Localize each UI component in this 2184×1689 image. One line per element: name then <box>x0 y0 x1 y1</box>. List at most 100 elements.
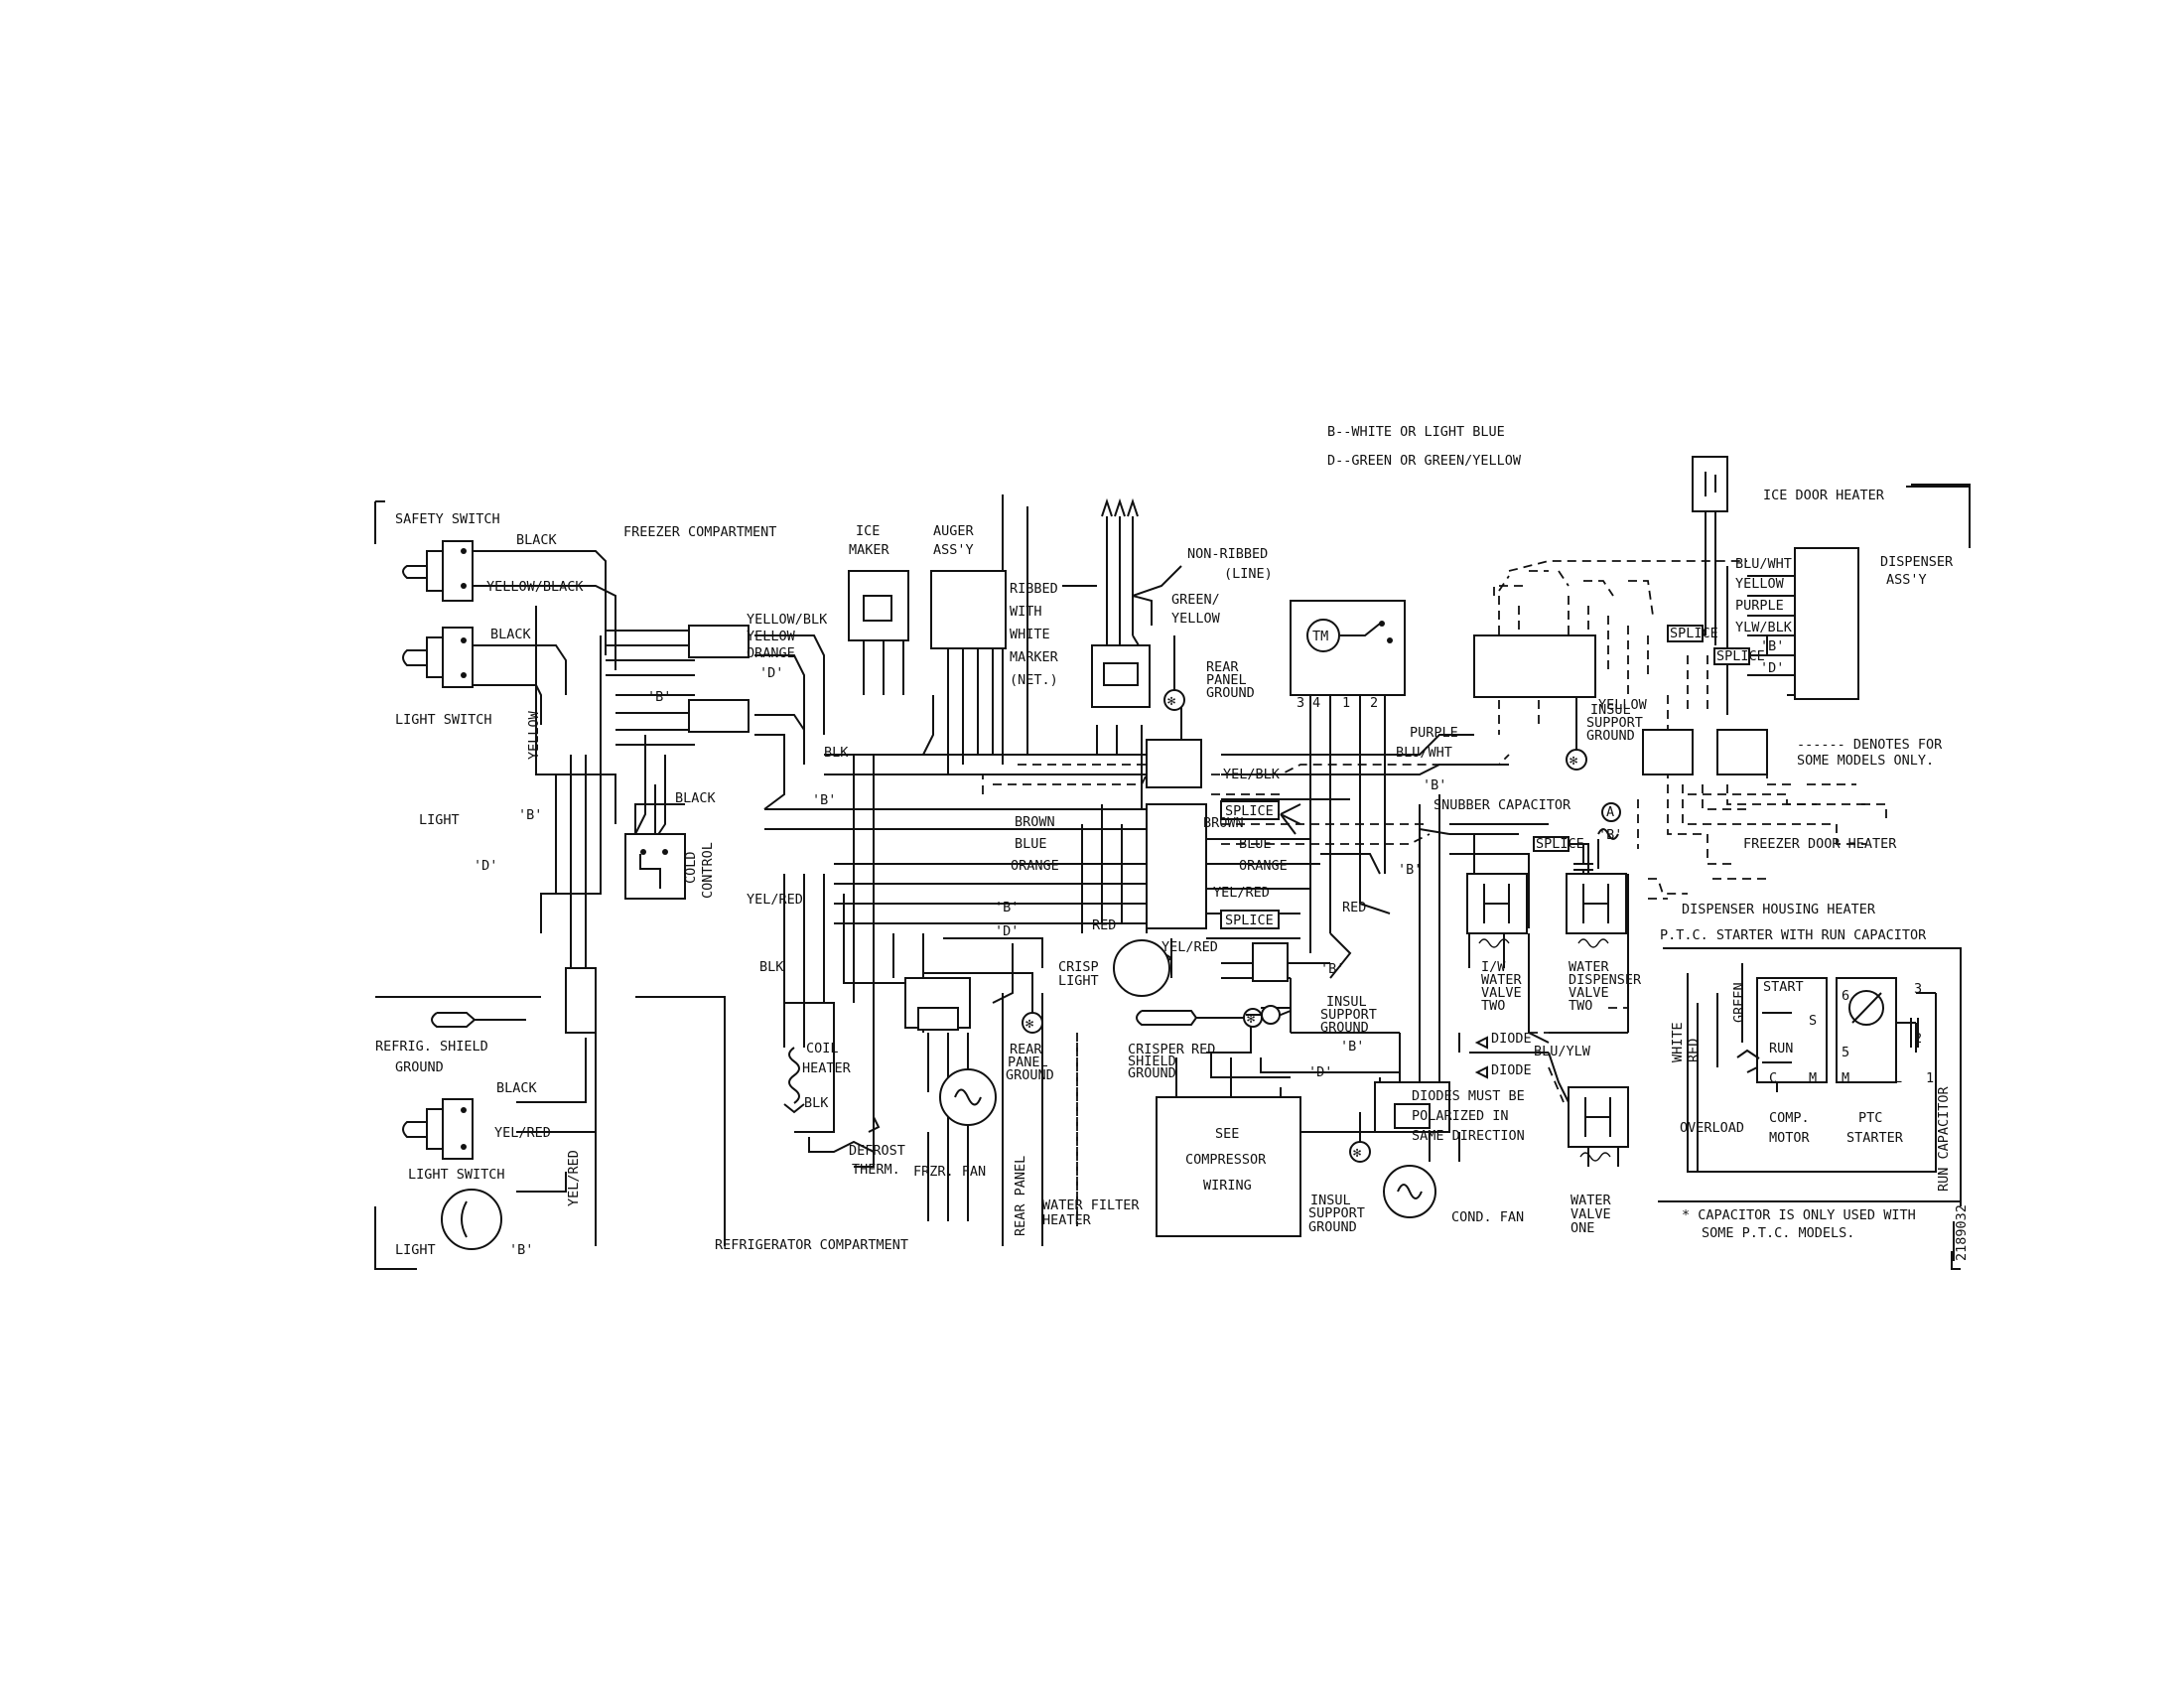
label-ptc-title: P.T.C. STARTER WITH RUN CAPACITOR <box>1660 927 1927 943</box>
wire-blu-ylw: BLU/YLW <box>1534 1044 1591 1059</box>
label-water-dispenser-3: VALVE <box>1569 985 1609 1001</box>
crisp-light-symbol <box>1113 938 1172 997</box>
marker-b-10: 'B' <box>1760 638 1784 654</box>
label-terminal-3: 3 <box>1297 695 1304 711</box>
label-terminal-1: 1 <box>1342 695 1350 711</box>
defrost-therm-symbol <box>868 1087 881 1133</box>
label-rear-panel-vertical: REAR PANEL <box>1013 1156 1028 1236</box>
splice-box-5 <box>1713 647 1750 665</box>
wire-purple: PURPLE <box>1410 725 1458 741</box>
water-valve-one-symbol <box>1568 1086 1629 1162</box>
label-water-filter-heater-2: HEATER <box>1042 1212 1092 1228</box>
wire-blu-wht-2: BLU/WHT <box>1735 556 1792 572</box>
wire-blu-wht: BLU/WHT <box>1396 745 1452 761</box>
label-non-ribbed-2: (LINE) <box>1224 566 1273 582</box>
wire-yel-red-2: YEL/RED <box>1161 939 1218 955</box>
label-green-yellow-2: YELLOW <box>1171 611 1221 627</box>
crisper-shield-ground-symbol: ✻ <box>1136 1008 1263 1028</box>
wire-purple-2: PURPLE <box>1735 598 1784 614</box>
components: ✻ ✻ <box>402 456 1971 1270</box>
marker-d-5: 'D' <box>1760 660 1784 676</box>
label-rear-panel-top: REAR <box>1206 659 1239 675</box>
label-water-valve-one-2: VALVE <box>1570 1206 1611 1222</box>
ice-door-heater-plug-symbol <box>1692 456 1728 512</box>
iw-water-valve-two-symbol <box>1466 873 1528 948</box>
splice-label-3: SPLICE <box>1536 836 1584 852</box>
label-insul-top: INSUL <box>1590 702 1631 718</box>
marker-b-8: 'B' <box>1398 862 1422 878</box>
label-refrig-shield-2: GROUND <box>395 1059 444 1075</box>
label-compressor-wiring-3: WIRING <box>1203 1178 1252 1194</box>
label-ribbed-2: WITH <box>1010 604 1042 620</box>
freezer-connector-2 <box>688 699 750 733</box>
insul-support-ground-mid-symbol <box>1246 1005 1292 1025</box>
splice-box-2 <box>1220 910 1280 929</box>
marker-b-9: 'B' <box>1598 827 1622 843</box>
label-diodes-note: DIODES MUST BE <box>1412 1088 1525 1104</box>
ptc-starter-symbols <box>1736 977 1919 1083</box>
marker-a: A <box>1606 804 1614 820</box>
diode-symbols <box>1474 1036 1488 1079</box>
wire-yellow-black: YELLOW/BLACK <box>486 579 584 595</box>
wire-black: BLACK <box>516 532 558 548</box>
label-light-switch-bottom: LIGHT SWITCH <box>408 1167 505 1183</box>
refrig-shield-ground-symbol <box>431 1012 526 1028</box>
label-green-yellow: GREEN/ <box>1171 592 1220 608</box>
label-insul-bottom-2: SUPPORT <box>1308 1205 1365 1221</box>
label-freezer-door-heater: FREEZER DOOR HEATER <box>1743 836 1897 852</box>
ptc-terminal-2: 2 <box>1914 1031 1922 1047</box>
wire-yellow: YELLOW <box>526 710 542 760</box>
tm-timer-symbol <box>1290 600 1406 696</box>
svg-text:✻: ✻ <box>1353 1145 1361 1161</box>
light-switch-bottom-symbol <box>402 1098 474 1160</box>
water-dispenser-valve-two-symbol <box>1566 873 1627 948</box>
wire-black-bottom: BLACK <box>496 1080 538 1096</box>
coil-heater-symbol <box>783 1047 875 1153</box>
rear-panel-ground-top-symbol: ✻ <box>1163 635 1185 711</box>
marker-d-4: 'D' <box>1308 1064 1332 1080</box>
wire-blk: BLK <box>824 745 849 761</box>
auger-box <box>930 570 1007 649</box>
label-start: START <box>1763 979 1804 995</box>
cord-plug-connector <box>1091 644 1151 708</box>
dispenser-connector-small-1 <box>1642 729 1694 775</box>
marker-d-1: 'D' <box>474 858 497 874</box>
label-dispenser-assy: DISPENSER <box>1880 554 1954 570</box>
label-light-switch-top: LIGHT SWITCH <box>395 712 492 728</box>
cold-control-symbol <box>624 833 686 900</box>
label-insul-bottom: INSUL <box>1310 1193 1351 1208</box>
ptc-terminal-l: L <box>1894 1070 1902 1086</box>
label-terminal-2: 2 <box>1370 695 1378 711</box>
label-ribbed-5: (NET.) <box>1010 672 1058 688</box>
label-ribbed-3: WHITE <box>1010 627 1050 642</box>
dashed-wires <box>982 560 1887 1226</box>
splice-box-3 <box>1533 836 1570 852</box>
label-dispenser-housing-heater: DISPENSER HOUSING HEATER <box>1682 902 1876 917</box>
ptc-terminal-m: M <box>1809 1070 1817 1086</box>
wire-blue: BLUE <box>1015 836 1047 852</box>
wire-red-4: RED <box>1686 1039 1702 1062</box>
freezer-connector-1 <box>688 625 750 658</box>
ptc-terminal-5: 5 <box>1842 1045 1849 1060</box>
label-rear-panel-top-3: GROUND <box>1206 685 1255 701</box>
svg-text:✻: ✻ <box>1247 1011 1255 1027</box>
label-refrigerator-compartment: REFRIGERATOR COMPARTMENT <box>715 1237 908 1253</box>
cond-fan-symbol <box>1374 1081 1450 1218</box>
safety-switch-symbol <box>402 540 474 602</box>
label-crisper-shield-2: SHIELD <box>1128 1054 1176 1069</box>
dispenser-connector-small-2 <box>1716 729 1768 775</box>
label-cond-fan: COND. FAN <box>1451 1209 1524 1225</box>
svg-text:✻: ✻ <box>1025 1016 1033 1032</box>
wire-yellow-2: YELLOW <box>747 629 796 644</box>
wire-black-cc: BLACK <box>675 790 717 806</box>
svg-text:✻: ✻ <box>1167 693 1175 709</box>
insul-support-ground-bottom-symbol: ✻ <box>1349 1112 1371 1163</box>
wire-ylw-blk: YLW/BLK <box>1735 620 1793 635</box>
label-part-number: 2189032 <box>1954 1204 1970 1261</box>
right-bottom-bracket <box>1951 1251 1961 1270</box>
label-tm: TM <box>1312 629 1328 644</box>
wire-black-2: BLACK <box>490 627 532 642</box>
label-insul-mid-2: SUPPORT <box>1320 1007 1377 1023</box>
label-defrost-therm-2: THERM. <box>852 1162 900 1178</box>
